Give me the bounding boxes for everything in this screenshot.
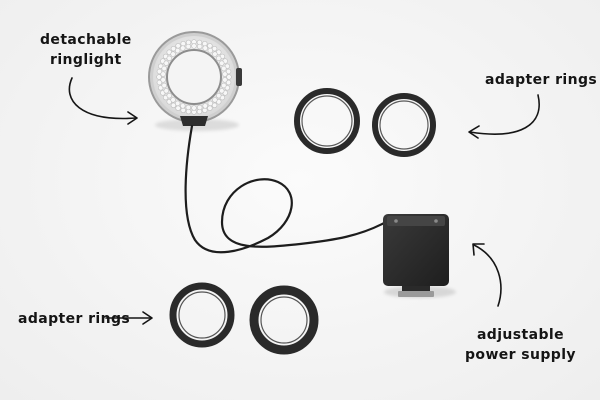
led-dot <box>226 74 232 80</box>
led-dot <box>225 79 232 86</box>
led-dot <box>212 97 218 103</box>
hot-shoe-base <box>402 286 430 292</box>
label-line: adjustable <box>476 327 564 343</box>
led-dot <box>180 103 186 109</box>
led-dot <box>191 105 197 111</box>
ring-light <box>148 31 242 131</box>
led-dot <box>180 107 186 113</box>
led-dot <box>207 100 214 107</box>
led-dot <box>221 65 227 72</box>
led-dot <box>175 105 181 111</box>
arrow-to-bottom-adapter-rings-icon <box>105 311 153 325</box>
led-dot <box>175 43 181 49</box>
led-dot <box>216 55 222 62</box>
led-dot <box>191 43 197 49</box>
led-dot <box>202 41 208 47</box>
led-dot <box>166 92 172 99</box>
led-dot <box>174 100 181 107</box>
label-line: power supply <box>465 347 576 363</box>
led-dot <box>219 88 225 94</box>
led-dot <box>202 103 208 109</box>
led-dot <box>225 68 232 75</box>
adapter-ring-top-right <box>372 93 436 157</box>
led-dot <box>221 82 227 89</box>
arrow-to-top-adapter-rings-icon <box>468 94 540 139</box>
led-dot <box>174 47 181 54</box>
power-supply-top-panel <box>387 216 445 226</box>
led-dot <box>185 104 192 111</box>
led-dot <box>170 51 176 57</box>
adapter-ring-bottom-left <box>169 282 235 348</box>
led-dot <box>180 41 186 47</box>
led-dot <box>156 74 162 80</box>
arrow-to-ringlight-icon <box>68 77 138 125</box>
power-supply-control-dot <box>434 219 438 223</box>
led-dot <box>222 71 228 77</box>
led-dots <box>156 39 232 115</box>
label-adjustable-power-supply: adjustable power supply <box>465 325 576 365</box>
led-dot <box>219 60 225 66</box>
adapter-ring-top-left <box>294 88 360 154</box>
label-adapter-rings-top: adapter rings <box>485 72 598 88</box>
power-supply-unit <box>383 214 456 298</box>
led-dot <box>160 77 166 83</box>
power-supply-body <box>383 214 449 286</box>
led-dot <box>212 51 218 57</box>
led-dot <box>202 45 208 51</box>
led-dot <box>161 65 167 72</box>
adapter-ring-bottom-right <box>249 285 319 355</box>
led-dot <box>160 71 166 77</box>
ring-light-inner-opening <box>166 49 222 105</box>
led-dot <box>216 92 222 99</box>
led-dot <box>163 60 169 66</box>
led-dot <box>197 43 203 50</box>
ring-light-side-tab <box>236 68 242 86</box>
led-dot <box>207 43 213 49</box>
power-supply-control-dot <box>394 219 398 223</box>
label-adapter-rings-bottom: adapter rings <box>18 311 131 327</box>
label-detachable-ringlight: detachable ringlight <box>40 30 132 70</box>
power-cable <box>184 124 388 254</box>
label-line: ringlight <box>50 52 122 68</box>
led-dot <box>156 68 163 75</box>
led-dot <box>166 55 172 62</box>
label-line: detachable <box>40 32 132 48</box>
led-dot <box>161 82 167 89</box>
led-dot <box>180 45 186 51</box>
led-dot <box>197 104 203 111</box>
led-dot <box>156 79 163 86</box>
led-dot <box>185 43 192 50</box>
arrow-to-power-supply-icon <box>472 243 502 307</box>
led-dot <box>202 107 208 113</box>
led-dot <box>163 88 169 94</box>
led-dot <box>222 77 228 83</box>
led-dot <box>207 47 214 54</box>
ring-light-cable-mount <box>180 116 208 126</box>
led-dot <box>170 97 176 103</box>
led-dot <box>207 105 213 111</box>
hot-shoe-plate <box>398 291 434 297</box>
